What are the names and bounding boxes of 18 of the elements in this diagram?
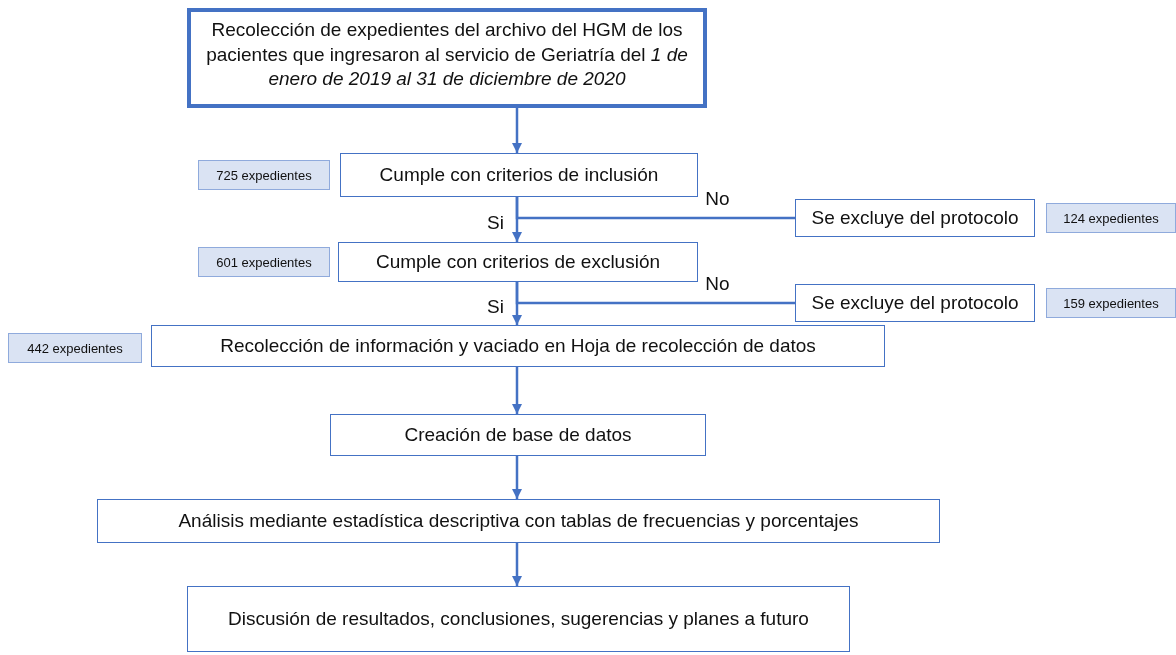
- arrow: [512, 456, 522, 499]
- arrow: [512, 543, 522, 586]
- count-tag: 442 expedientes: [8, 333, 142, 363]
- title-box: Recolección de expedientes del archivo del HGM de los pacientes que ingresaron al servicio de Geriatría del 1 de enero de 2019 al 31 de diciembre de 2020: [187, 8, 707, 108]
- process-box: Cumple con criterios de inclusión: [340, 153, 698, 197]
- arrow: [512, 108, 522, 153]
- process-box: Cumple con criterios de exclusión: [338, 242, 698, 282]
- arrow: [512, 367, 522, 414]
- process-box: Análisis mediante estadística descriptiva con tablas de frecuencias y porcentajes: [97, 499, 940, 543]
- count-tag: 601 expedientes: [198, 247, 330, 277]
- process-box: Se excluye del protocolo: [795, 199, 1035, 237]
- count-tag: 124 expedientes: [1046, 203, 1176, 233]
- process-box: Recolección de información y vaciado en Hoja de recolección de datos: [151, 325, 885, 367]
- process-box: Creación de base de datos: [330, 414, 706, 456]
- count-tag: 725 expedientes: [198, 160, 330, 190]
- process-box: Discusión de resultados, conclusiones, sugerencias y planes a futuro: [187, 586, 850, 652]
- count-tag: 159 expedientes: [1046, 288, 1176, 318]
- process-box: Se excluye del protocolo: [795, 284, 1035, 322]
